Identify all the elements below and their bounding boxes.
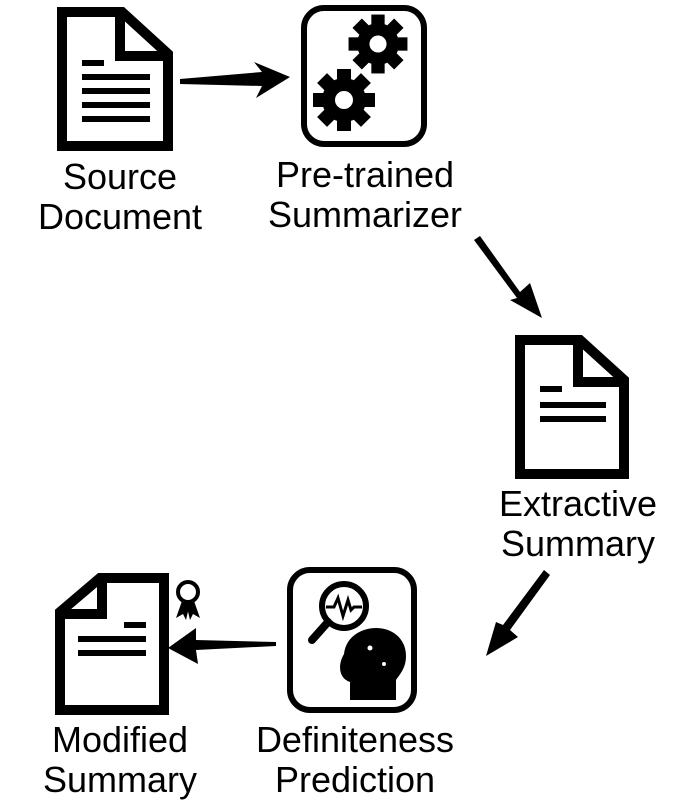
award-ribbon-icon [176,580,200,620]
definiteness-prediction-label-line2: Prediction [274,759,436,800]
arrow-summarizer-to-extractive [474,236,542,318]
source-document-label-line2: Document [37,196,203,237]
gears-icon [301,5,427,147]
summarizer-label: Pre-trained Summarizer [255,155,475,235]
extractive-summary-document-icon [515,335,629,479]
source-document-label: Source Document [20,157,220,237]
magnifier-head-gears-icon [287,567,417,713]
arrow-source-to-summarizer [180,62,290,98]
modified-summary-document-icon [55,573,169,715]
summarizer-label-line1: Pre-trained [275,154,455,195]
modified-summary-label: Modified Summary [20,720,220,800]
source-document-icon [57,7,173,151]
extractive-summary-label: Extractive Summary [478,484,678,564]
definiteness-prediction-label: Definiteness Prediction [240,720,470,800]
source-document-label-line1: Source [62,156,178,197]
summarizer-label-line2: Summarizer [267,194,463,235]
modified-summary-label-line1: Modified [51,719,189,760]
definiteness-prediction-label-line1: Definiteness [255,719,455,760]
modified-summary-label-line2: Summary [42,759,198,800]
extractive-summary-label-line2: Summary [500,523,656,564]
arrow-extractive-to-definiteness [486,570,550,656]
extractive-summary-label-line1: Extractive [498,483,658,524]
arrow-definiteness-to-modified [168,628,276,664]
